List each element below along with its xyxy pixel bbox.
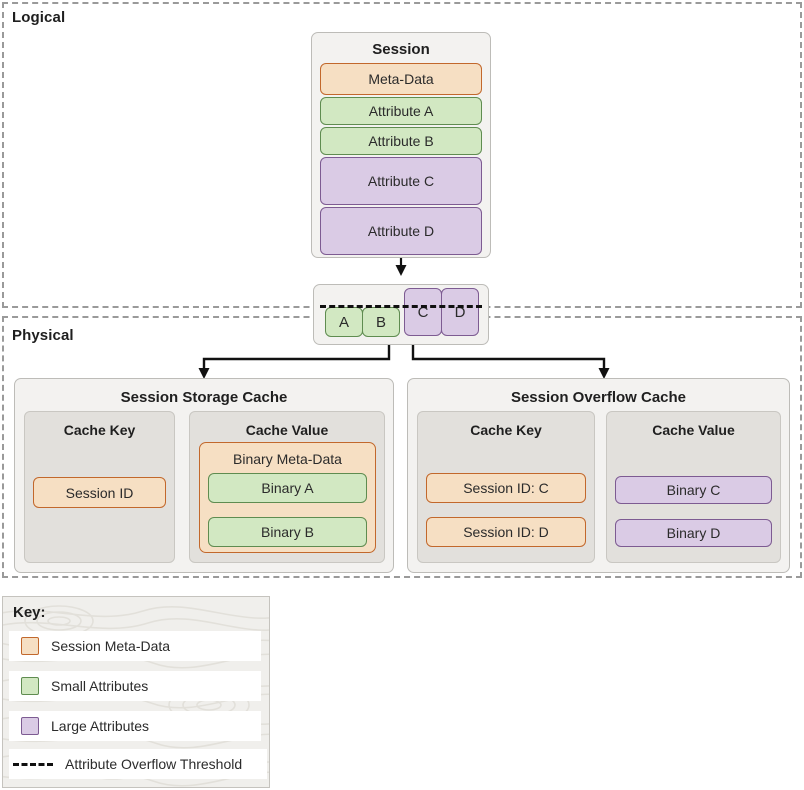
legend-swatch-large-icon xyxy=(21,717,39,735)
storage-cache-session-id[interactable]: Session ID xyxy=(33,477,166,508)
split-item-c[interactable]: C xyxy=(404,288,442,336)
session-row-meta-data[interactable]: Meta-Data xyxy=(320,63,482,95)
storage-cache-binary-a[interactable]: Binary A xyxy=(208,473,367,503)
legend-dashed-line-icon xyxy=(13,762,53,766)
overflow-cache-value-title: Cache Value xyxy=(652,422,735,438)
session-storage-cache-title: Session Storage Cache xyxy=(120,389,288,406)
logical-section-label: Logical xyxy=(12,9,66,26)
overflow-cache-key-title: Cache Key xyxy=(470,422,542,438)
legend-title: Key: xyxy=(13,604,46,621)
legend-swatch-meta-icon xyxy=(21,637,39,655)
session-title: Session xyxy=(372,41,430,58)
session-row-attribute-c[interactable]: Attribute C xyxy=(320,157,482,205)
attribute-overflow-threshold-line xyxy=(320,305,482,308)
session-row-attribute-d[interactable]: Attribute D xyxy=(320,207,482,255)
physical-section-label: Physical xyxy=(12,327,74,344)
session-row-attribute-b[interactable]: Attribute B xyxy=(320,127,482,155)
session-overflow-cache-title: Session Overflow Cache xyxy=(510,389,687,406)
legend-label-small-attributes: Small Attributes xyxy=(51,678,149,694)
legend-row-small-attributes[interactable]: Small Attributes xyxy=(9,671,261,701)
binary-meta-data-title: Binary Meta-Data xyxy=(233,451,342,467)
overflow-cache-binary-c[interactable]: Binary C xyxy=(615,476,772,504)
legend-row-session-meta-data[interactable]: Session Meta-Data xyxy=(9,631,261,661)
storage-cache-key-title: Cache Key xyxy=(63,422,136,438)
split-item-b[interactable]: B xyxy=(362,307,400,337)
session-row-attribute-a[interactable]: Attribute A xyxy=(320,97,482,125)
overflow-cache-binary-d[interactable]: Binary D xyxy=(615,519,772,547)
overflow-cache-session-id-d[interactable]: Session ID: D xyxy=(426,517,586,547)
split-item-a[interactable]: A xyxy=(325,307,363,337)
legend-row-attribute-overflow-threshold[interactable]: Attribute Overflow Threshold xyxy=(9,749,267,779)
legend-swatch-small-icon xyxy=(21,677,39,695)
legend-row-large-attributes[interactable]: Large Attributes xyxy=(9,711,261,741)
legend-label-attribute-overflow-threshold: Attribute Overflow Threshold xyxy=(65,756,243,772)
legend-label-session-meta-data: Session Meta-Data xyxy=(51,638,171,654)
storage-cache-value-title: Cache Value xyxy=(245,422,329,438)
legend-panel: Key: Session Meta-Data Small Attributes … xyxy=(2,596,270,788)
legend-label-large-attributes: Large Attributes xyxy=(51,718,150,734)
split-item-d[interactable]: D xyxy=(441,288,479,336)
storage-cache-binary-b[interactable]: Binary B xyxy=(208,517,367,547)
overflow-cache-session-id-c[interactable]: Session ID: C xyxy=(426,473,586,503)
